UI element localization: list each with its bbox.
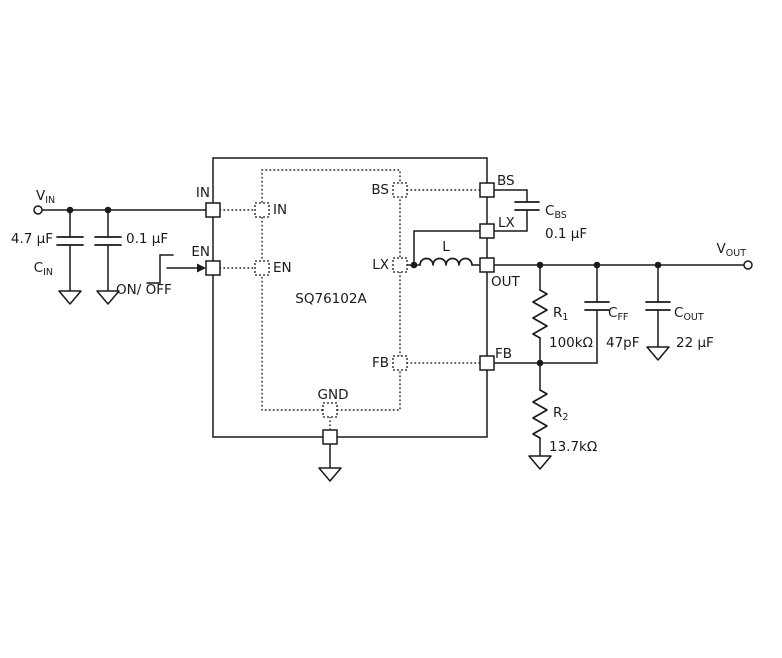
pin-in-outer-label: IN <box>196 185 210 201</box>
pin-fb-inner-label: FB <box>372 355 389 371</box>
inductor-l-symbol <box>419 257 473 266</box>
r1-ref-label: R1 <box>553 305 568 323</box>
ic-outer-boundary <box>212 157 488 438</box>
on-off-label: ON/ OFF <box>116 282 172 298</box>
step-signal-icon <box>146 254 174 284</box>
pin-gnd-label: GND <box>318 387 349 403</box>
pin-fb-outer <box>479 355 495 371</box>
ic-package <box>212 157 488 438</box>
labels: VIN VOUT ON/ OFF 4.7 µF CIN 0.1 µF IN EN… <box>11 173 746 455</box>
pin-lx-inner <box>392 257 408 273</box>
wire-cbs-to-lx <box>493 209 528 232</box>
capacitor-cout-symbol <box>645 301 671 311</box>
ground-symbol-cin2 <box>96 290 120 305</box>
pin-fb-outer-label: FB <box>495 346 512 362</box>
r2-value-label: 13.7kΩ <box>549 439 597 455</box>
ground-symbol-r2 <box>528 455 552 470</box>
ic-part-number: SQ76102A <box>295 291 367 307</box>
pin-en-inner-label: EN <box>273 260 292 276</box>
junction-cin <box>66 206 74 214</box>
ground-symbol-cin <box>58 290 82 305</box>
r1-value-label: 100kΩ <box>549 335 593 351</box>
ground-symbol-cout <box>646 346 670 361</box>
pin-in-inner-label: IN <box>273 202 287 218</box>
ic-pins <box>205 182 495 445</box>
pin-fb-inner <box>392 355 408 371</box>
pin-bs-inner <box>392 182 408 198</box>
pin-bs-inner-label: BS <box>371 182 389 198</box>
input-stage <box>33 205 207 305</box>
pin-en-outer-label: EN <box>191 244 210 260</box>
r2-ref-label: R2 <box>553 405 568 423</box>
cin-value-label: 4.7 µF <box>11 231 53 247</box>
vout-label: VOUT <box>717 241 747 259</box>
cff-value-label: 47pF <box>606 335 640 351</box>
pin-en-inner <box>254 260 270 276</box>
vin-label: VIN <box>36 188 55 206</box>
output-stage <box>493 260 753 470</box>
ic-inner-die-boundary <box>261 169 401 411</box>
junction-lx <box>410 261 418 269</box>
cout-ref-label: COUT <box>674 305 704 323</box>
capacitor-cin-symbol <box>56 236 84 246</box>
pin-out-outer-label: OUT <box>491 274 521 290</box>
pin-bs-outer-label: BS <box>497 173 515 189</box>
pin-lx-outer-label: LX <box>498 215 515 231</box>
vin-terminal <box>33 205 43 215</box>
pin-lx-outer <box>479 223 495 239</box>
pin-gnd-outer <box>322 429 338 445</box>
pin-en-outer <box>205 260 221 276</box>
pin-in-outer <box>205 202 221 218</box>
capacitor-cin2-symbol <box>94 236 122 246</box>
pin-in-inner <box>254 202 270 218</box>
capacitor-cbs-symbol <box>514 201 540 211</box>
gnd-leg <box>318 443 342 482</box>
pin-out-outer <box>479 257 495 273</box>
cff-ref-label: CFF <box>608 305 628 323</box>
cin-ref-label: CIN <box>34 260 53 278</box>
wire-bs-to-cbs <box>493 189 528 203</box>
power-stage <box>406 189 540 269</box>
resistor-r1-symbol <box>532 289 548 339</box>
cin2-value-label: 0.1 µF <box>126 231 168 247</box>
capacitor-cff-symbol <box>584 301 610 311</box>
enable-control <box>146 254 206 284</box>
vout-terminal <box>743 260 753 270</box>
pin-lx-inner-label: LX <box>372 257 389 273</box>
junction-cin2 <box>104 206 112 214</box>
cbs-value-label: 0.1 µF <box>545 226 587 242</box>
cout-value-label: 22 µF <box>676 335 714 351</box>
inductor-ref-label: L <box>442 239 450 255</box>
ground-symbol-ic <box>318 467 342 482</box>
pin-gnd-inner <box>322 402 338 418</box>
wire-lx-branch <box>413 230 481 266</box>
enable-arrowhead-icon <box>197 263 206 273</box>
resistor-r2-symbol <box>532 389 548 439</box>
pin-bs-outer <box>479 182 495 198</box>
cbs-ref-label: CBS <box>545 203 567 221</box>
